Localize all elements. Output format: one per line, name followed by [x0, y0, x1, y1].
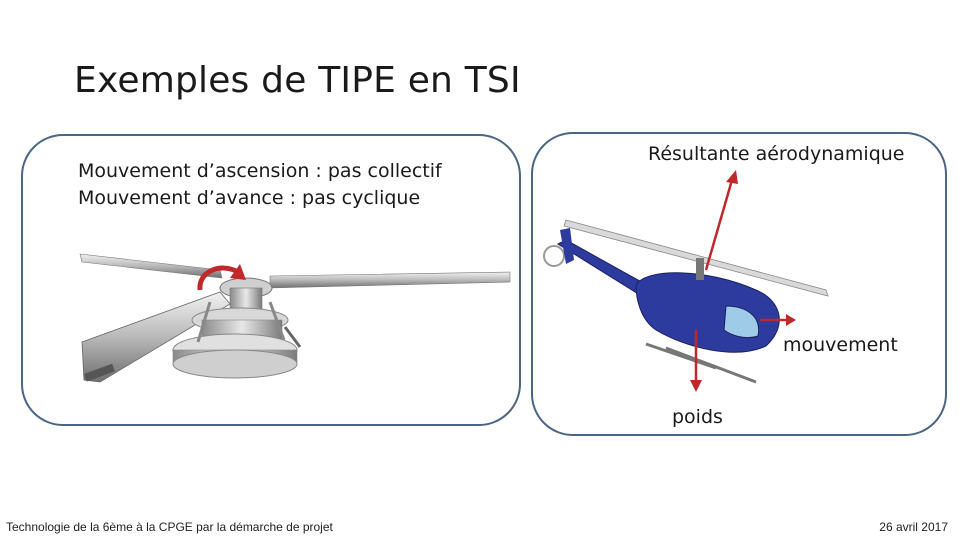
avance-text: Mouvement d’avance : pas cyclique	[78, 185, 442, 212]
slide-title: Exemples de TIPE en TSI	[74, 60, 521, 101]
mouvement-label: mouvement	[783, 334, 898, 356]
helicopter-image	[536, 160, 946, 400]
footer-date: 26 avril 2017	[879, 520, 948, 534]
poids-label: poids	[672, 406, 723, 428]
ascension-text: Mouvement d’ascension : pas collectif	[78, 158, 442, 185]
rotor-head-image	[70, 232, 520, 392]
left-panel-text: Mouvement d’ascension : pas collectif Mo…	[78, 158, 442, 212]
footer-text: Technologie de la 6ème à la CPGE par la …	[6, 520, 333, 534]
resultante-label: Résultante aérodynamique	[648, 143, 905, 165]
